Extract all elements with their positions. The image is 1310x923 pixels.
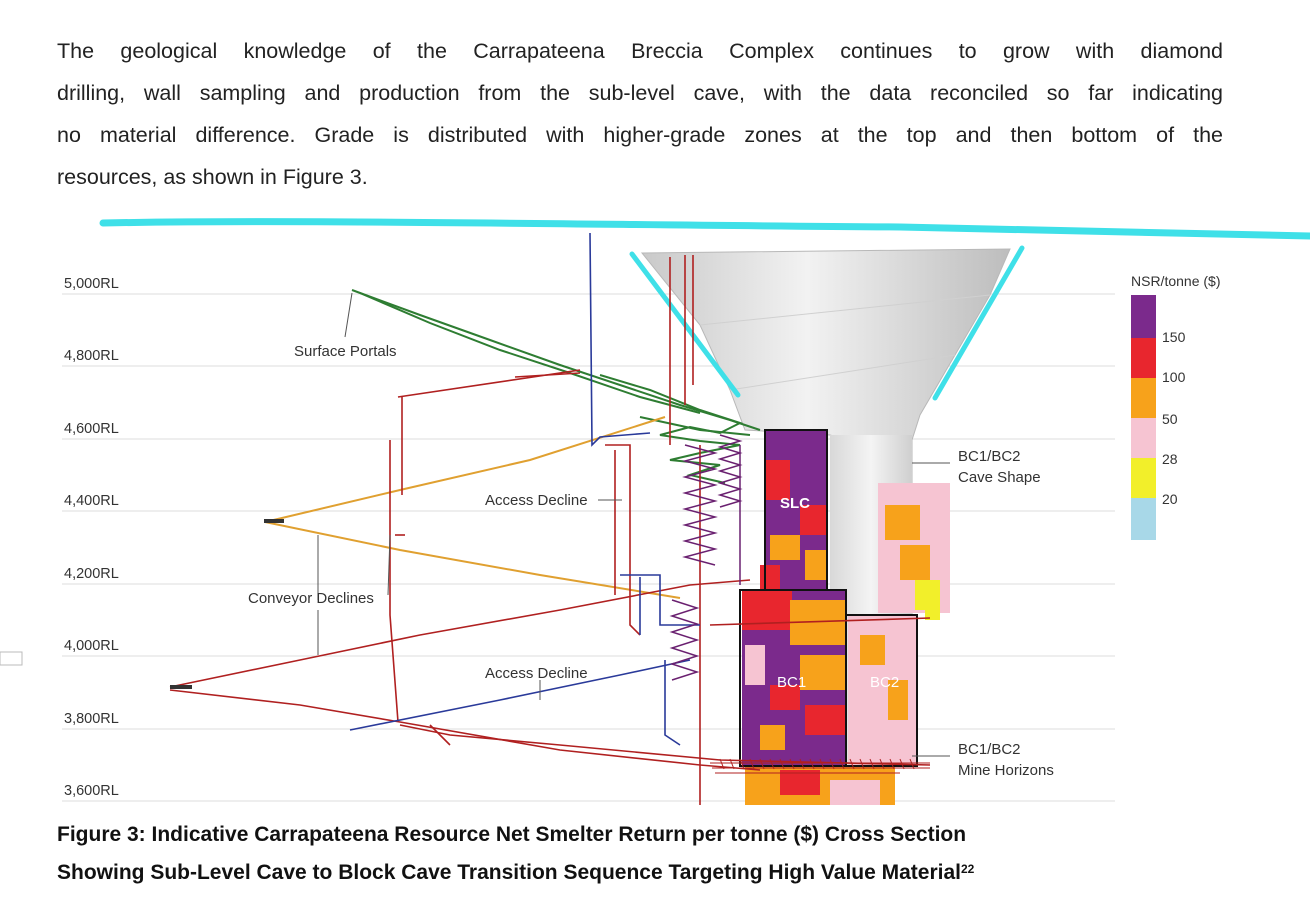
legend-swatch <box>1131 458 1156 498</box>
legend-swatch <box>1131 418 1156 458</box>
conveyor-declines <box>264 416 681 599</box>
nsr-legend: NSR/tonne ($) 150 100 50 28 20 <box>1131 273 1220 540</box>
paragraph-line-4: resources, as shown in Figure 3. <box>57 165 368 189</box>
cave-shape-label-line2: Cave Shape <box>958 469 1041 486</box>
bc2-label: BC2 <box>870 674 899 691</box>
legend-swatch <box>1131 338 1156 378</box>
cyan-annotation-right <box>932 245 1025 401</box>
caption-line-2: Showing Sub-Level Cave to Block Cave Tra… <box>57 854 974 892</box>
legend-title: NSR/tonne ($) <box>1131 273 1220 289</box>
mine-horizons-label-line1: BC1/BC2 <box>958 741 1021 758</box>
access-decline-lower-label: Access Decline <box>485 665 588 682</box>
caption-line-2-text: Showing Sub-Level Cave to Block Cave Tra… <box>57 861 961 884</box>
legend-swatch <box>1131 498 1156 540</box>
rl-label: 3,800RL <box>64 711 119 727</box>
rl-labels: 5,000RL 4,800RL 4,600RL 4,400RL 4,200RL … <box>64 276 119 799</box>
portal-markers <box>170 519 284 689</box>
legend-swatch <box>1131 378 1156 418</box>
caption-line-1: Figure 3: Indicative Carrapateena Resour… <box>57 823 967 846</box>
legend-tick: 20 <box>1162 491 1178 507</box>
rl-label: 4,600RL <box>64 421 119 437</box>
rl-label: 4,000RL <box>64 638 119 654</box>
paragraph-line-3: no material difference. Grade is distrib… <box>57 123 1223 147</box>
conveyor-declines-label: Conveyor Declines <box>248 590 374 607</box>
paragraph-line-1: The geological knowledge of the Carrapat… <box>57 39 1223 63</box>
figure-caption: Figure 3: Indicative Carrapateena Resour… <box>57 816 974 892</box>
cave-shape-label-line1: BC1/BC2 <box>958 448 1021 465</box>
paragraph-line-2: drilling, wall sampling and production f… <box>57 81 1223 105</box>
cross-section-figure: 5,000RL 4,800RL 4,600RL 4,400RL 4,200RL … <box>0 218 1310 805</box>
access-declines <box>349 232 700 746</box>
bc1-label: BC1 <box>777 674 806 691</box>
cyan-annotation-line <box>99 218 1310 240</box>
access-decline-upper-label: Access Decline <box>485 492 588 509</box>
legend-tick: 50 <box>1162 411 1178 427</box>
caption-footnote-ref: 22 <box>960 862 975 876</box>
access-decline-spiral <box>669 434 743 681</box>
rl-grid <box>62 293 1115 802</box>
rl-label: 4,200RL <box>64 566 119 582</box>
rl-label: 4,400RL <box>64 493 119 509</box>
callout-leaders <box>317 292 950 757</box>
surface-portal-tunnels <box>351 289 761 484</box>
legend-swatch <box>1131 295 1156 338</box>
legend-tick: 150 <box>1162 329 1186 345</box>
rl-label: 3,600RL <box>64 783 119 799</box>
mine-horizons <box>710 758 930 774</box>
rl-label: 4,800RL <box>64 348 119 364</box>
intro-paragraph: The geological knowledge of the Carrapat… <box>57 30 1223 198</box>
callout-labels: Surface Portals Access Decline Conveyor … <box>248 343 1054 779</box>
surface-portals-label: Surface Portals <box>294 343 397 360</box>
legend-tick: 28 <box>1162 451 1178 467</box>
legend-tick: 100 <box>1162 369 1186 385</box>
slc-label: SLC <box>780 495 810 512</box>
rl-label: 5,000RL <box>64 276 119 292</box>
page-margin-mark <box>0 651 23 666</box>
mine-horizons-label-line2: Mine Horizons <box>958 762 1054 779</box>
